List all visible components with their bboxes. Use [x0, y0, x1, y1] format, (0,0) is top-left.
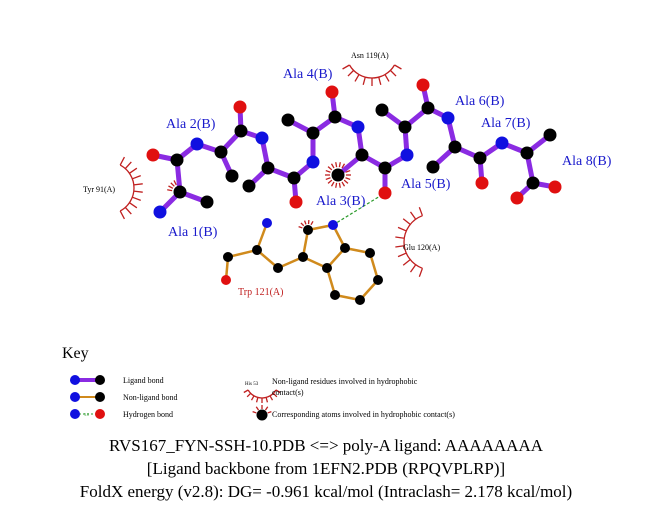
oxygen-atom	[378, 186, 392, 200]
oxygen-atom	[325, 85, 339, 99]
oxygen-atom	[146, 148, 160, 162]
nitrogen-atom	[255, 131, 269, 145]
carbon-atom	[234, 124, 248, 138]
svg-text:Non-ligand residues involved i: Non-ligand residues involved in hydropho…	[272, 377, 418, 386]
nitrogen-atom	[441, 111, 455, 125]
oxygen-atom	[221, 275, 231, 285]
label-ala1: Ala 1(B)	[168, 225, 218, 240]
carbon-atom	[398, 120, 412, 134]
caption-line-3: FoldX energy (v2.8): DG= -0.961 kcal/mol…	[80, 482, 572, 501]
caption-line-2: [Ligand backbone from 1EFN2.PDB (RPQVPLR…	[147, 459, 505, 478]
hydrophobic-arc-icon	[243, 389, 281, 403]
svg-text:Corresponding atoms involved i: Corresponding atoms involved in hydropho…	[272, 410, 455, 419]
carbon-atom	[378, 161, 392, 175]
hydrophobic-arc-tyr91	[119, 156, 143, 220]
carbon-atom	[355, 148, 369, 162]
key-title: Key	[62, 345, 89, 362]
label-ala3: Ala 3(B)	[316, 194, 366, 209]
carbon-atom	[322, 263, 332, 273]
key-hydrophobic-atom: Corresponding atoms involved in hydropho…	[252, 405, 455, 421]
carbon-atom	[331, 168, 345, 182]
carbon-atom	[365, 248, 375, 258]
key-ligand-bond: Ligand bond	[70, 375, 164, 385]
carbon-atom	[223, 252, 233, 262]
oxygen-atom	[548, 180, 562, 194]
nitrogen-atom	[190, 137, 204, 151]
carbon-atom	[173, 185, 187, 199]
carbon-atom	[426, 160, 440, 174]
carbon-atom	[330, 290, 340, 300]
carbon-atom	[306, 126, 320, 140]
label-trp121: Trp 121(A)	[238, 287, 283, 298]
carbon-atom	[355, 295, 365, 305]
carbon-atom	[252, 245, 262, 255]
oxygen-atom	[289, 195, 303, 209]
svg-text:Ligand bond: Ligand bond	[123, 376, 164, 385]
label-ala4: Ala 4(B)	[283, 67, 333, 82]
carbon-atom	[287, 171, 301, 185]
carbon-atom	[261, 161, 275, 175]
label-asn119: Asn 119(A)	[351, 51, 389, 60]
label-tyr91: Tyr 91(A)	[83, 185, 115, 194]
label-ala8: Ala 8(B)	[562, 154, 612, 169]
carbon-atom	[214, 145, 228, 159]
carbon-atom	[375, 103, 389, 117]
carbon-atom	[170, 153, 184, 167]
carbon-atom	[256, 409, 268, 421]
hydrophobic-atom-icon	[252, 405, 272, 414]
carbon-atom	[520, 146, 534, 160]
carbon-atom	[373, 275, 383, 285]
carbon-atom	[340, 243, 350, 253]
carbon-atom	[200, 195, 214, 209]
carbon-atom	[526, 176, 540, 190]
svg-text:His 53: His 53	[245, 382, 259, 387]
nitrogen-atom	[153, 205, 167, 219]
svg-text:Non-ligand bond: Non-ligand bond	[123, 393, 177, 402]
key-nonligand-bond: Non-ligand bond	[70, 392, 177, 402]
label-ala7: Ala 7(B)	[481, 116, 531, 131]
nitrogen-atom	[351, 120, 365, 134]
carbon-atom	[473, 151, 487, 165]
carbon-atom	[303, 225, 313, 235]
oxygen-atom	[233, 100, 247, 114]
caption-line-1: RVS167_FYN-SSH-10.PDB <=> poly-A ligand:…	[109, 436, 544, 455]
key-hydrophobic-residue: His 53 Non-ligand residues involved in h…	[243, 377, 418, 403]
hydrophobic-atom-marker	[325, 162, 351, 188]
carbon-atom	[328, 110, 342, 124]
carbon-atom	[298, 252, 308, 262]
svg-text:contact(s): contact(s)	[272, 388, 304, 397]
label-ala6: Ala 6(B)	[455, 94, 505, 109]
nitrogen-atom	[262, 218, 272, 228]
hydrophobic-arc-glu120	[395, 207, 424, 277]
nitrogen-atom	[400, 148, 414, 162]
hydrophobic-arc-asn119	[342, 64, 402, 86]
key-hydrogen-bond: 3.0 Hydrogen bond	[70, 409, 173, 419]
label-ala5: Ala 5(B)	[401, 177, 451, 192]
oxygen-atom	[416, 78, 430, 92]
nitrogen-atom	[495, 136, 509, 150]
hydrogen-bond	[332, 192, 386, 226]
nitrogen-atom	[328, 220, 338, 230]
carbon-atom	[421, 101, 435, 115]
carbon-atom	[543, 128, 557, 142]
carbon-atom	[281, 113, 295, 127]
hydrophobic-atom-marker	[298, 219, 314, 229]
svg-text:3.0: 3.0	[84, 412, 89, 417]
carbon-atom	[273, 263, 283, 273]
svg-text:Hydrogen bond: Hydrogen bond	[123, 410, 173, 419]
carbon-atom	[225, 169, 239, 183]
carbon-atom	[242, 179, 256, 193]
oxygen-atom	[510, 191, 524, 205]
nitrogen-atom	[306, 155, 320, 169]
label-ala2: Ala 2(B)	[166, 117, 216, 132]
label-glu120: Glu 120(A)	[403, 243, 440, 252]
oxygen-atom	[475, 176, 489, 190]
carbon-atom	[448, 140, 462, 154]
